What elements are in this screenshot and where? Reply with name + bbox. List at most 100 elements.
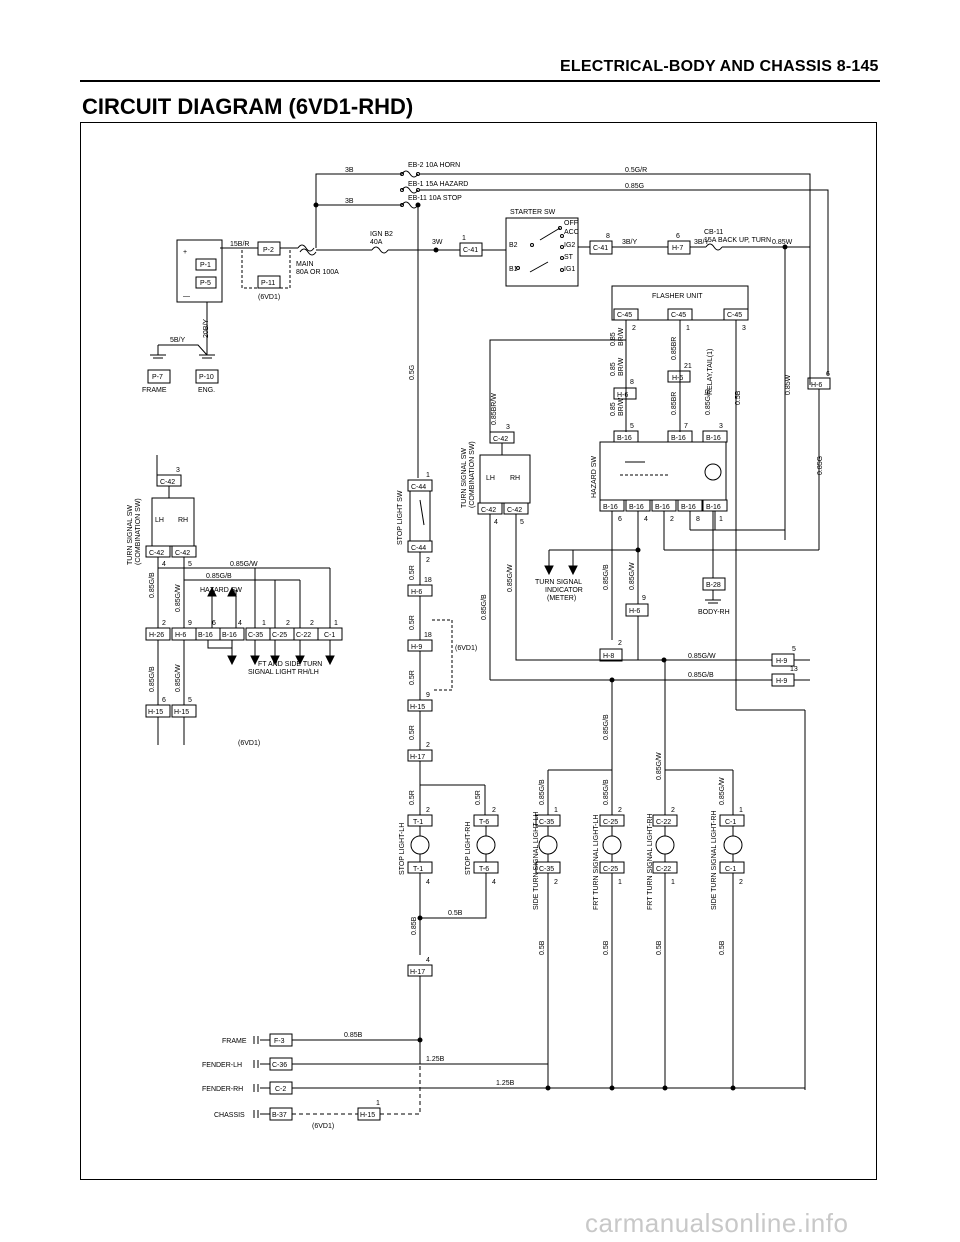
wire-3by-label: 3B/Y — [694, 239, 710, 246]
pin-3: 3 — [176, 467, 180, 474]
pin-4: 4 — [644, 516, 648, 523]
pin-9: 9 — [188, 620, 192, 627]
conn-c22: C-22 — [656, 866, 671, 873]
wire-085gw-label: 0.85G/W — [688, 653, 716, 660]
conn-b16: B-16 — [617, 435, 632, 442]
watermark: carmanualsonline.info — [585, 1208, 849, 1238]
wire-085g-label: 0.85G — [625, 183, 644, 190]
side-rh-label: SIDE TURN SIGNAL LIGHT-RH — [711, 810, 718, 910]
side-turn-rh — [719, 770, 745, 1090]
pin-1: 1 — [671, 879, 675, 886]
pin-5: 5 — [188, 697, 192, 704]
flasher-title: FLASHER UNIT — [652, 293, 703, 300]
conn-b16: B-16 — [198, 632, 213, 639]
wire-05b-label: 0.5B — [603, 940, 610, 955]
conn-c44: C-44 — [411, 545, 426, 552]
conn-c42: C-42 — [175, 550, 190, 557]
turn-indicator-label: INDICATOR — [545, 587, 583, 594]
pin-3: 3 — [719, 423, 723, 430]
pin-1: 1 — [334, 620, 338, 627]
wire-085br-label: 0.85BR — [671, 337, 678, 360]
wire-085br-label: 0.85BR — [671, 392, 678, 415]
pin-2: 2 — [618, 640, 622, 647]
pin-1: 1 — [686, 325, 690, 332]
turn-indicator-label: TURN SIGNAL — [535, 579, 582, 586]
pin-4: 4 — [494, 519, 498, 526]
conn-c44: C-44 — [411, 484, 426, 491]
pin-4: 4 — [162, 561, 166, 568]
pin-3: 3 — [742, 325, 746, 332]
pin-5: 5 — [520, 519, 524, 526]
starter-ig1: IG1 — [564, 266, 575, 273]
wire-085gb-label: 0.85G/B — [206, 573, 232, 580]
battery-plus: + — [183, 249, 187, 256]
fuse-hazard — [400, 186, 420, 194]
pin-1: 1 — [262, 620, 266, 627]
lh-label: LH — [486, 475, 495, 482]
conn-h17: H-17 — [410, 754, 425, 761]
fuse-horn-label: EB-2 10A HORN — [408, 162, 460, 169]
conn-c45: C-45 — [617, 312, 632, 319]
ign-fuse-amp: 40A — [370, 239, 383, 246]
conn-c45: C-45 — [671, 312, 686, 319]
conn-h8: H-8 — [603, 653, 614, 660]
vd-label: (6VD1) — [258, 294, 280, 301]
body-rh-label: BODY-RH — [698, 609, 730, 616]
wire-085brw-label: 0.85BR/W — [491, 393, 498, 425]
vd-label: (6VD1) — [238, 740, 260, 747]
conn-f3: F-3 — [274, 1038, 285, 1045]
hazard-sw-label: HAZARD SW — [591, 456, 598, 498]
wire-125b-label: 1.25B — [426, 1056, 445, 1063]
pin-6: 6 — [676, 233, 680, 240]
starter-acc: ACC — [564, 229, 579, 236]
pin-2: 2 — [426, 557, 430, 564]
pin-1: 1 — [739, 807, 743, 814]
ground-frame-label: FRAME — [142, 387, 167, 394]
wire-085w-label: 0.85W — [785, 374, 792, 395]
pin-13: 13 — [790, 666, 798, 673]
side-turn-lh — [535, 770, 561, 1090]
pin-4: 4 — [238, 620, 242, 627]
rh-label: RH — [178, 517, 188, 524]
pin-18: 18 — [424, 632, 432, 639]
conn-c2: C-2 — [275, 1086, 286, 1093]
ground-chassis: CHASSIS — [214, 1112, 245, 1119]
conn-b16: B-16 — [706, 435, 721, 442]
wire-085gw-label: 0.85G/W — [656, 752, 663, 780]
turn-sw-label: TURN SIGNAL SW — [127, 505, 134, 565]
wire-15br-label: 15B/R — [230, 241, 249, 248]
pin-2: 2 — [618, 807, 622, 814]
conn-h9: H-9 — [776, 678, 787, 685]
conn-b16: B-16 — [681, 504, 696, 511]
conn-h17: H-17 — [410, 969, 425, 976]
pin-6: 6 — [618, 516, 622, 523]
rh-label: RH — [510, 475, 520, 482]
flasher-unit — [611, 285, 831, 550]
ground-bus — [253, 1033, 805, 1121]
starter-b1: B1 — [509, 266, 518, 273]
conn-h26: H-26 — [149, 632, 164, 639]
pin-21: 21 — [684, 363, 692, 370]
wire-brw-label: BR/W — [618, 397, 625, 416]
wire-085gw-label: 0.85G/W — [175, 584, 182, 612]
wire-085-label: 0.85 — [610, 332, 617, 346]
starter-ig2: IG2 — [564, 242, 575, 249]
wire-05b-label: 0.5B — [448, 910, 463, 917]
starter-off: OFF — [564, 220, 578, 227]
conn-h15: H-15 — [148, 709, 163, 716]
wire-085gb-label: 0.85G/B — [481, 594, 488, 620]
conn-h6: H-6 — [617, 392, 628, 399]
conn-t1: T-1 — [413, 866, 423, 873]
wire-20by-label: 20B/Y — [203, 319, 210, 338]
pin-2: 2 — [670, 516, 674, 523]
wire-05r-label: 0.5R — [475, 790, 482, 805]
vd-label: (6VD1) — [312, 1123, 334, 1130]
h17-lower — [407, 964, 433, 1040]
conn-t1: T-1 — [413, 819, 423, 826]
conn-h15: H-15 — [174, 709, 189, 716]
wire-brw-label: BR/W — [618, 327, 625, 346]
pin-1: 1 — [618, 879, 622, 886]
pin-2: 2 — [426, 807, 430, 814]
pin-18: 18 — [424, 577, 432, 584]
